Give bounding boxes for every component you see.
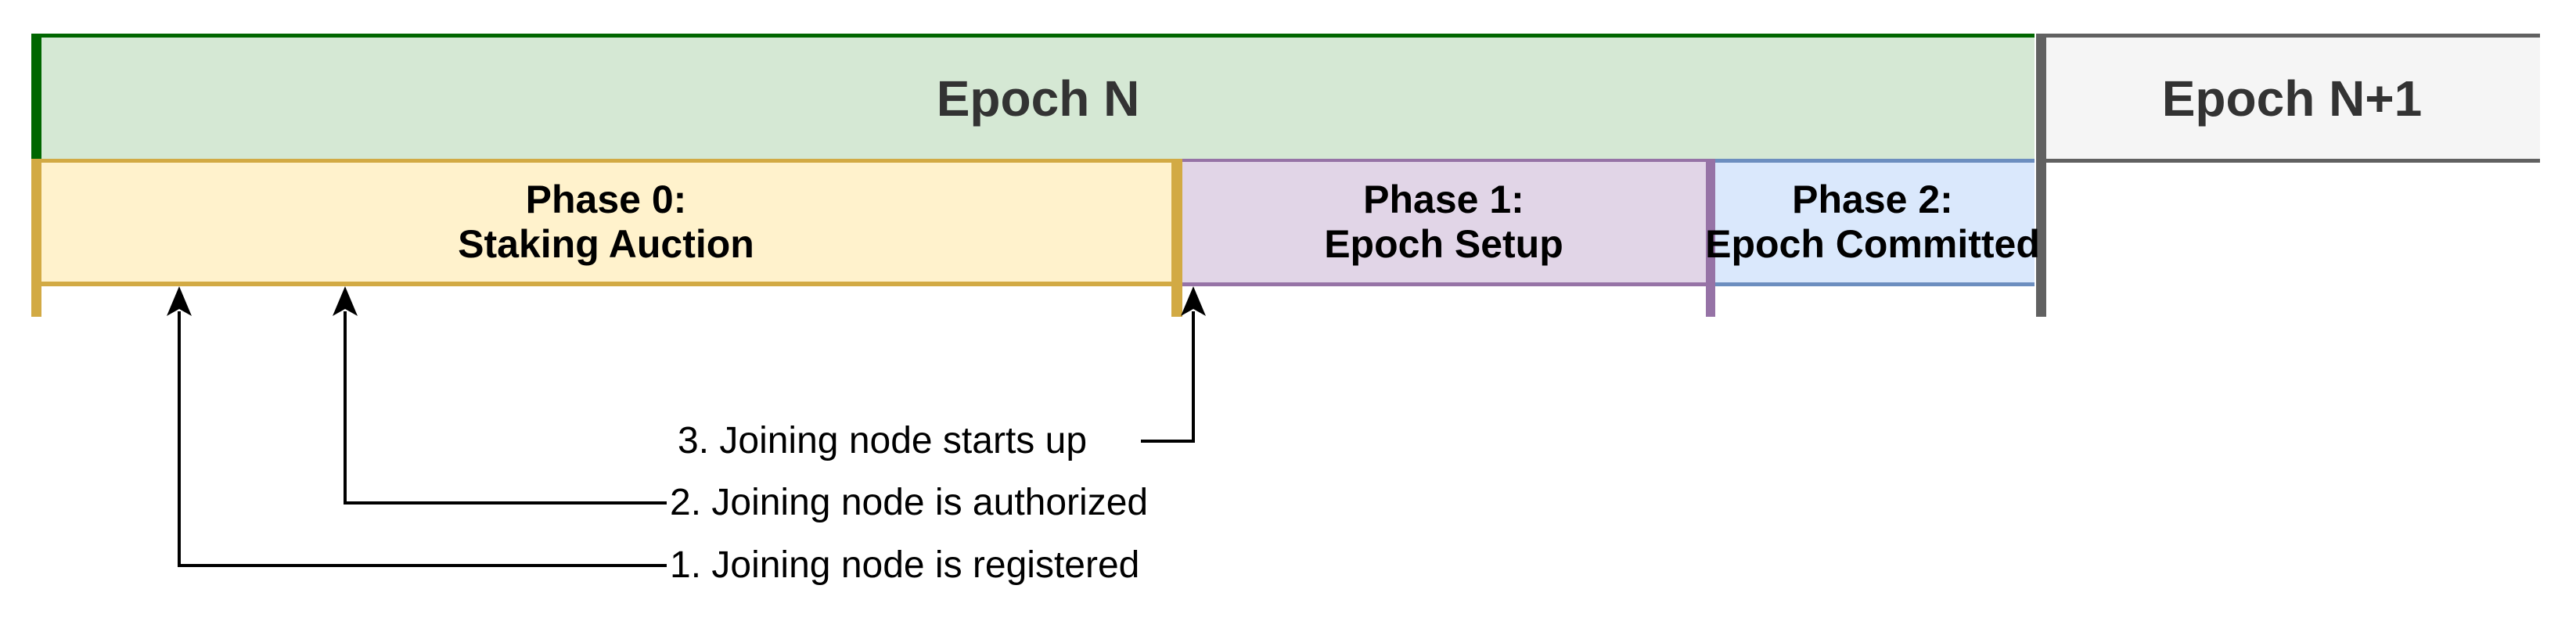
arrow-node-registered bbox=[167, 286, 667, 567]
arrow-node-authorized bbox=[333, 286, 667, 505]
phase-0-end-tick bbox=[1171, 159, 1182, 317]
phase-2-title: Phase 2: bbox=[1792, 178, 1953, 221]
phase-0-box bbox=[31, 159, 1178, 286]
annotation-node-starts-up: 3. Joining node starts up bbox=[678, 420, 1088, 461]
phase-2-label: Phase 2: Epoch Committed bbox=[1705, 163, 2040, 282]
phase-1-box bbox=[1178, 159, 1711, 286]
annotation-node-authorized: 2. Joining node is authorized bbox=[670, 482, 1149, 523]
epoch-n-plus-1-label: Epoch N+1 bbox=[2161, 70, 2423, 127]
epoch-n-start-marker bbox=[31, 34, 41, 159]
epoch-n-label: Epoch N bbox=[936, 70, 1140, 127]
phase-0-title: Phase 0: bbox=[525, 178, 687, 221]
phase-2-subtitle: Epoch Committed bbox=[1705, 222, 2040, 266]
phase-1-subtitle: Epoch Setup bbox=[1324, 222, 1563, 266]
phase-0-label: Phase 0: Staking Auction bbox=[41, 163, 1171, 282]
phase-0-subtitle: Staking Auction bbox=[458, 222, 754, 266]
epoch-boundary-divider bbox=[2036, 34, 2046, 317]
phase-2-box bbox=[1711, 159, 2035, 286]
epoch-n-plus-1-bar bbox=[2044, 34, 2540, 163]
annotation-node-registered: 1. Joining node is registered bbox=[670, 544, 1140, 586]
phase-1-end-tick bbox=[1706, 159, 1715, 317]
phase-1-label: Phase 1: Epoch Setup bbox=[1182, 163, 1706, 282]
epoch-n-bar bbox=[31, 34, 2035, 159]
phase-1-title: Phase 1: bbox=[1363, 178, 1524, 221]
phase-0-start-tick bbox=[31, 159, 41, 317]
